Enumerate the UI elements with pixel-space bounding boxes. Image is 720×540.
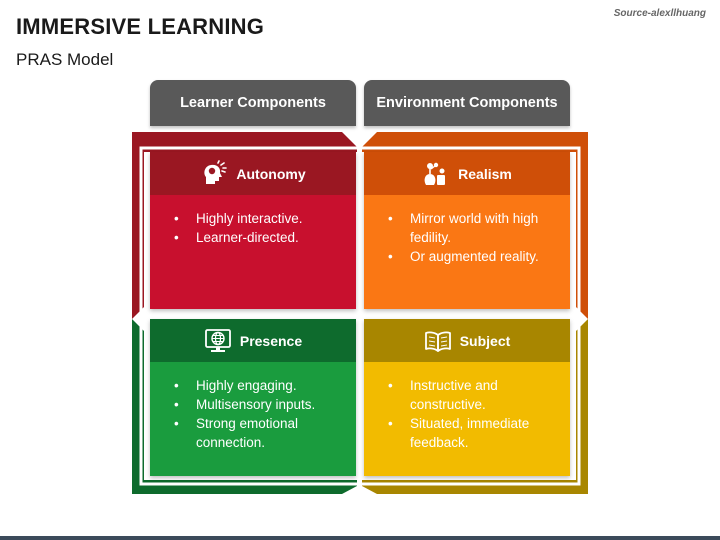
- card-presence-header: Presence: [150, 319, 356, 362]
- list-item: Highly interactive.: [172, 209, 346, 228]
- card-autonomy-header: Autonomy: [150, 152, 356, 195]
- page-subtitle: PRAS Model: [16, 50, 114, 69]
- page-title: IMMERSIVE LEARNING: [16, 14, 265, 39]
- list-item: Instructive and constructive.: [386, 376, 560, 414]
- column-header-learner: Learner Components: [150, 80, 356, 126]
- card-subject-body: Instructive and constructive. Situated, …: [364, 362, 570, 452]
- list-item: Or augmented reality.: [386, 247, 560, 266]
- card-autonomy-title: Autonomy: [236, 165, 306, 182]
- list-item: Highly engaging.: [172, 376, 346, 395]
- still-life-icon: [422, 160, 450, 188]
- card-realism-body: Mirror world with high fedility. Or augm…: [364, 195, 570, 266]
- source-credit: Source-alexllhuang: [613, 8, 706, 19]
- bottom-bar: [0, 536, 720, 540]
- card-presence: Presence Highly engaging. Multisensory i…: [150, 319, 356, 476]
- open-book-icon: [424, 327, 452, 355]
- list-item: Mirror world with high fedility.: [386, 209, 560, 247]
- card-realism: Realism Mirror world with high fedility.…: [364, 152, 570, 309]
- list-item: Multisensory inputs.: [172, 395, 346, 414]
- list-item: Learner-directed.: [172, 228, 346, 247]
- frame-inner-outline: [139, 146, 581, 486]
- card-presence-title: Presence: [239, 332, 303, 349]
- card-autonomy: Autonomy Highly interactive. Learner-dir…: [150, 152, 356, 309]
- list-item: Strong emotional connection.: [172, 414, 346, 452]
- card-subject: Subject Instructive and constructive. Si…: [364, 319, 570, 476]
- card-realism-header: Realism: [364, 152, 570, 195]
- globe-monitor-icon: [204, 327, 232, 355]
- column-header-environment: Environment Components: [364, 80, 570, 126]
- card-subject-header: Subject: [364, 319, 570, 362]
- frame-segment-autonomy: [132, 132, 357, 319]
- frame-segment-realism: [362, 132, 588, 319]
- card-presence-body: Highly engaging. Multisensory inputs. St…: [150, 362, 356, 452]
- brain-head-icon: [200, 159, 228, 188]
- card-realism-title: Realism: [458, 165, 512, 182]
- list-item: Situated, immediate feedback.: [386, 414, 560, 452]
- card-autonomy-body: Highly interactive. Learner-directed.: [150, 195, 356, 247]
- card-subject-title: Subject: [459, 332, 511, 349]
